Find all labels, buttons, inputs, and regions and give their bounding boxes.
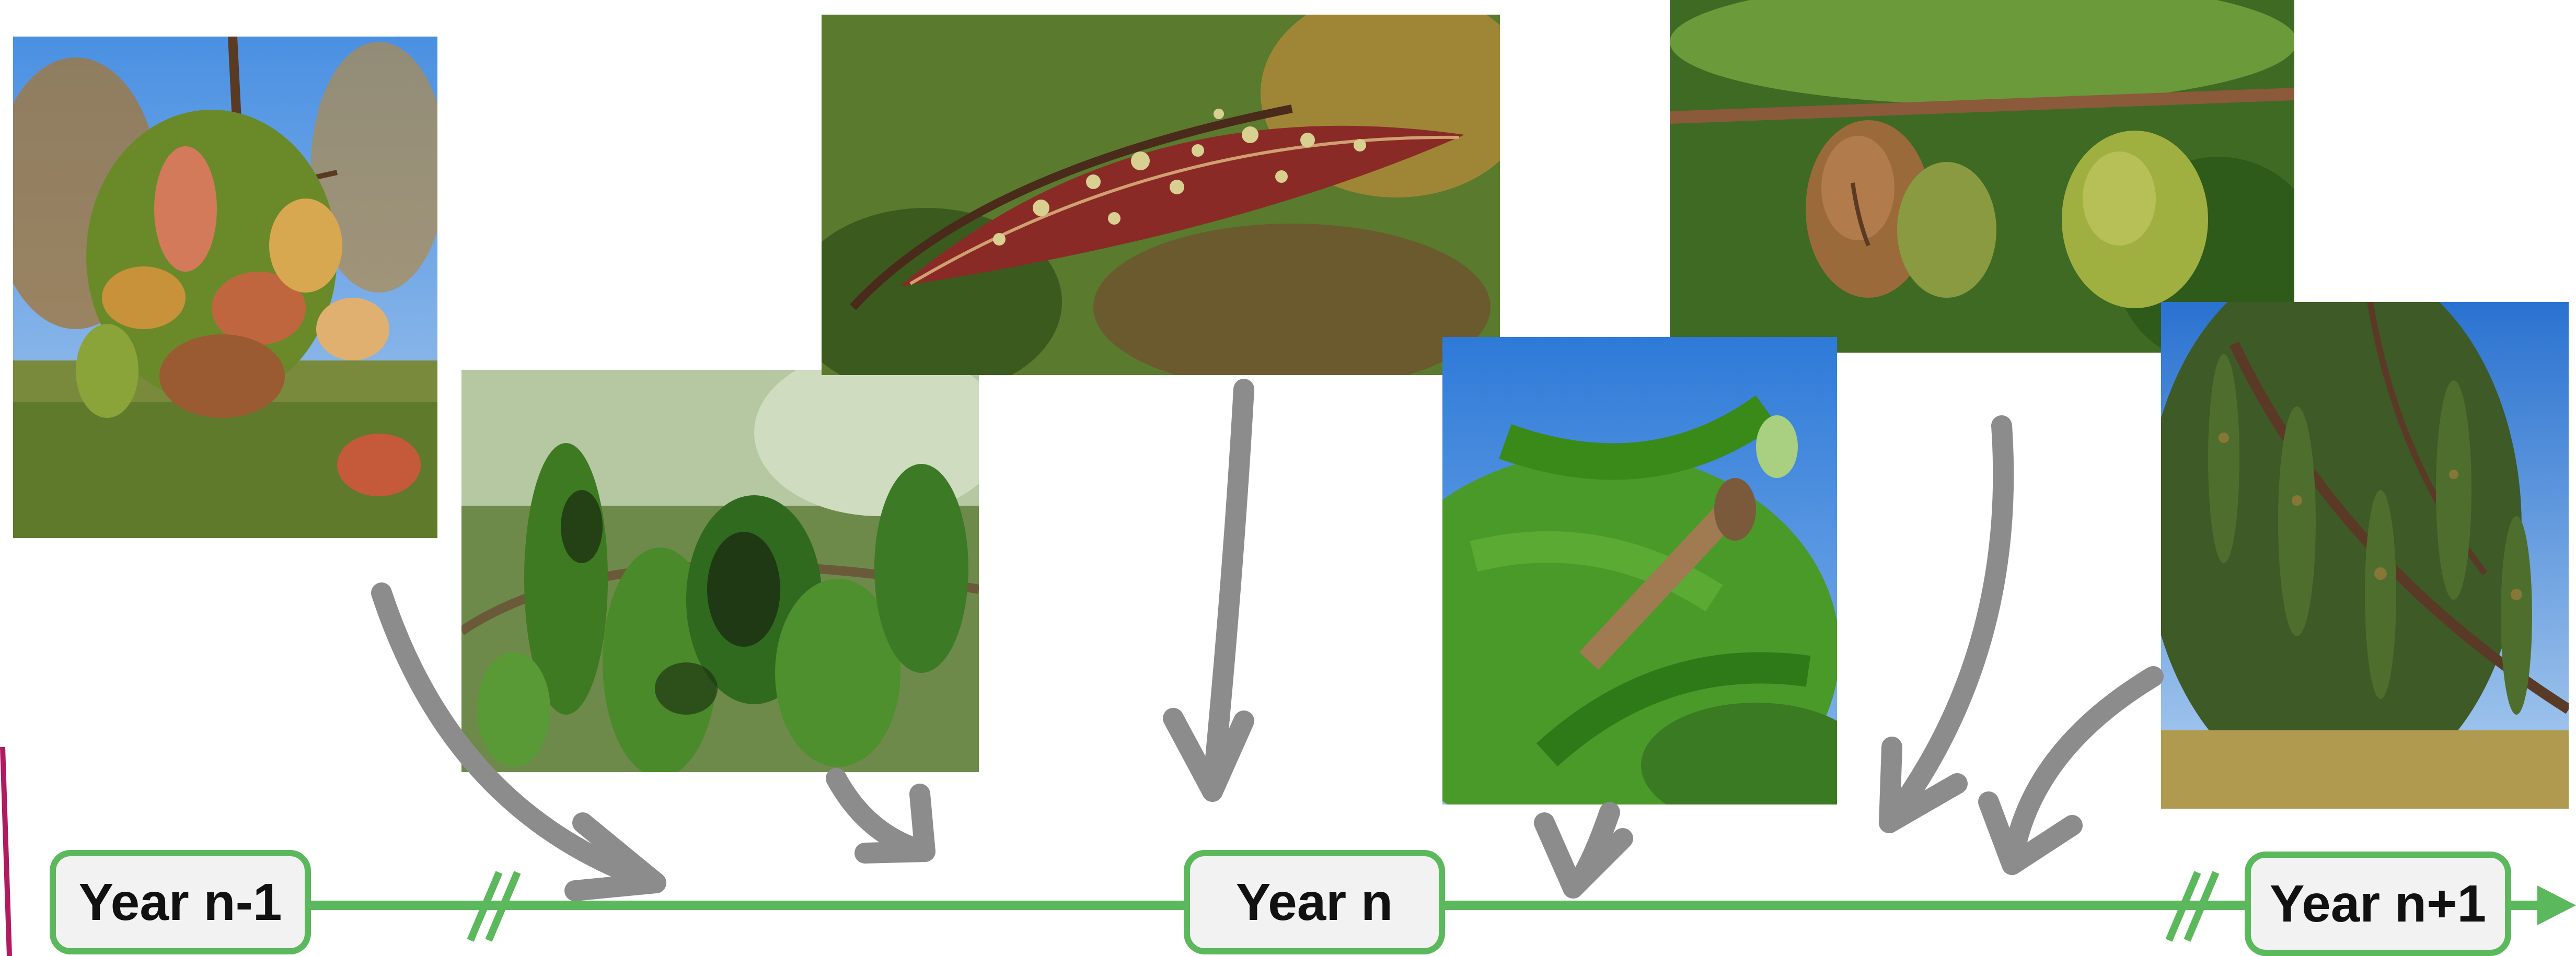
year-next-label: Year n+1 <box>2245 852 2511 956</box>
timeline-break-mark-left <box>470 872 517 940</box>
timeline-arrowhead <box>2537 885 2576 925</box>
arrow-shot-hole <box>1173 389 1244 791</box>
arrow-fruit <box>1889 426 2003 823</box>
arrow-spotted-foliage <box>1989 677 2153 865</box>
fruit-scab-photo <box>1670 0 2294 353</box>
arrow-shoot-blight <box>1544 812 1623 888</box>
timeline-break-mark-right <box>2169 872 2216 940</box>
spotted-foliage-photo <box>2161 302 2569 809</box>
shoot-blight-photo <box>1442 337 1837 805</box>
arrow-aphid <box>836 778 925 853</box>
year-current-label: Year n <box>1184 850 1445 954</box>
shot-hole-leaf-photo <box>822 15 1500 375</box>
edge-accent <box>3 747 9 956</box>
year-prev-label: Year n-1 <box>50 850 311 954</box>
aphid-leaves-photo <box>461 370 979 772</box>
leaf-curl-photo <box>13 37 437 538</box>
